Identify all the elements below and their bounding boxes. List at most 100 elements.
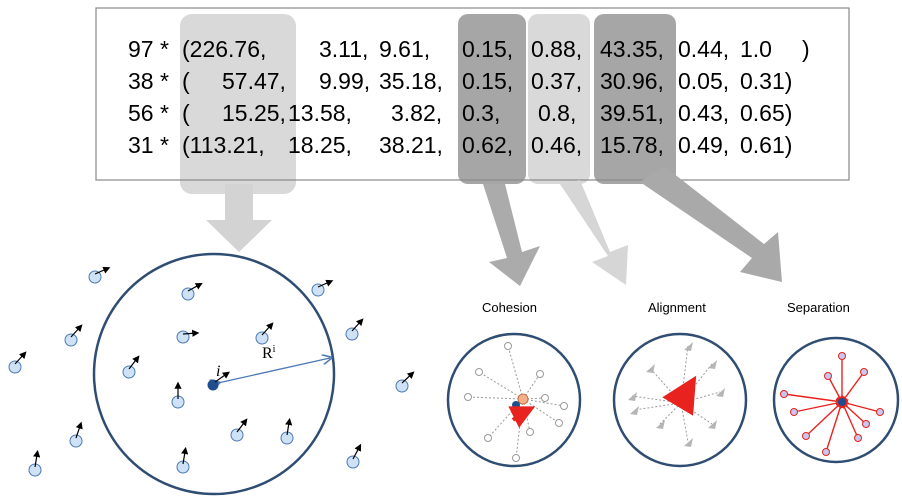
row-4-value-5: 0.46, <box>531 132 582 158</box>
row-2-value-1: ( <box>182 68 190 94</box>
cohesion-neighbor <box>560 402 568 410</box>
alignment-neighbor <box>684 342 693 351</box>
row-4-value-3: 38.21, <box>379 132 443 158</box>
highlight-separation-column <box>594 14 676 184</box>
row-2-value-4: 35.18, <box>379 68 443 94</box>
cohesion-neighbor <box>541 394 549 402</box>
row-1-value-1: (226.76, <box>182 36 266 62</box>
row-4-value-1: (113.21, <box>182 132 265 158</box>
row-3-value-6: 0.8, <box>538 100 576 126</box>
arrow-to-alignment <box>560 180 628 285</box>
separation-circle <box>772 336 900 464</box>
boid-agent <box>171 381 185 409</box>
parameter-rows: 97 * (226.76, 3.11, 9.61, 0.15, 0.88, 43… <box>128 36 810 158</box>
cohesion-neighbor <box>484 434 492 442</box>
cohesion-neighbor <box>475 368 483 376</box>
row-4-value-2: 18.25, <box>288 132 352 158</box>
separation-neighbor <box>802 432 810 440</box>
boid-agent <box>230 418 248 442</box>
neighborhood-circle <box>92 252 336 496</box>
separation-neighbor <box>822 448 830 456</box>
boid-agent <box>345 318 364 341</box>
alignment-neighbor <box>716 388 725 397</box>
separation-neighbor <box>824 372 832 380</box>
focal-agent-heading <box>214 371 230 383</box>
row-3-multiplier: 56 * <box>128 100 169 126</box>
row-1-value-3: 9.61, <box>379 36 430 62</box>
boid-agents <box>8 266 415 477</box>
arrow-to-cohesion <box>483 184 540 286</box>
mapping-arrows <box>206 166 782 286</box>
separation-neighbor <box>790 408 798 416</box>
cohesion-force-arrow <box>508 406 536 428</box>
boid-agent <box>69 421 83 448</box>
alignment-neighbor <box>708 360 717 369</box>
boid-agent <box>181 282 203 301</box>
separation-panel <box>772 336 900 464</box>
row-2-value-9: 0.31) <box>740 68 792 94</box>
alignment-neighbor <box>656 420 665 429</box>
radius-line <box>218 358 330 383</box>
row-4-multiplier: 31 * <box>128 132 169 158</box>
boid-agent <box>311 279 334 297</box>
row-2-value-3: 9.99, <box>319 68 370 94</box>
row-1-value-9: ) <box>802 36 810 62</box>
boid-agent <box>280 417 294 445</box>
agent-label: i <box>216 363 220 380</box>
cohesion-agent <box>512 401 520 409</box>
row-2-value-2: 57.47, <box>222 68 286 94</box>
highlight-radius-column <box>180 14 296 194</box>
row-4-value-4: 0.62, <box>462 132 513 158</box>
highlight-alignment-column <box>528 14 590 184</box>
cohesion-panel <box>446 332 582 468</box>
row-3-value-7: 39.51, <box>600 100 664 126</box>
row-3: 56 * ( 15.25, 13.58, 3.82, 0.3, 0.8, 39.… <box>128 100 792 126</box>
focal-agent <box>207 379 219 391</box>
radius-label: Ri <box>262 344 276 362</box>
alignment-neighbor <box>630 406 639 415</box>
boid-agent <box>255 322 274 345</box>
boid-agent <box>8 351 27 374</box>
row-1-value-2: 3.11, <box>319 36 368 62</box>
alignment-neighbor <box>708 420 717 429</box>
row-3-value-4: 3.82, <box>391 100 442 126</box>
alignment-neighbors <box>628 342 725 447</box>
cohesion-neighbor <box>504 342 512 350</box>
row-3-value-9: 0.65) <box>740 100 792 126</box>
row-4: 31 * (113.21, 18.25, 38.21, 0.62, 0.46, … <box>128 132 792 158</box>
boid-agent <box>395 371 415 393</box>
row-2-value-6: 0.37, <box>531 68 582 94</box>
alignment-neighbor <box>684 438 693 447</box>
cohesion-center-of-mass <box>517 393 529 405</box>
cohesion-neighbor <box>555 419 563 427</box>
separation-neighbor <box>862 420 870 428</box>
row-3-value-5: 0.3, <box>462 100 500 126</box>
separation-neighbors <box>780 352 884 456</box>
alignment-panel <box>612 332 748 468</box>
cohesion-neighbor <box>526 428 534 436</box>
row-2: 38 * ( 57.47, 9.99, 35.18, 0.15, 0.37, 3… <box>128 68 792 94</box>
arrow-to-separation <box>640 166 782 282</box>
highlight-cohesion-column <box>458 14 526 184</box>
row-1-value-7: 0.44, <box>678 36 729 62</box>
cohesion-neighbor <box>512 454 520 462</box>
row-1: 97 * (226.76, 3.11, 9.61, 0.15, 0.88, 43… <box>128 36 810 62</box>
boid-agent <box>176 329 200 344</box>
row-3-value-2: 15.25, <box>222 100 286 126</box>
row-3-value-1: ( <box>182 100 190 126</box>
boid-agent <box>64 324 83 347</box>
cohesion-neighbor <box>464 393 472 401</box>
separation-label: Separation <box>787 300 850 315</box>
boid-agent <box>346 443 362 469</box>
row-4-value-6: 15.78, <box>600 132 664 158</box>
parameter-box <box>95 7 850 181</box>
row-2-multiplier: 38 * <box>128 68 169 94</box>
boid-agent <box>176 446 190 474</box>
row-2-value-7: 30.96, <box>600 68 664 94</box>
separation-neighbor <box>854 434 862 442</box>
neighborhood-panel: i Ri <box>8 252 415 496</box>
row-2-value-5: 0.15, <box>462 68 513 94</box>
separation-neighbor <box>838 352 846 360</box>
row-3-value-8: 0.43, <box>678 100 729 126</box>
